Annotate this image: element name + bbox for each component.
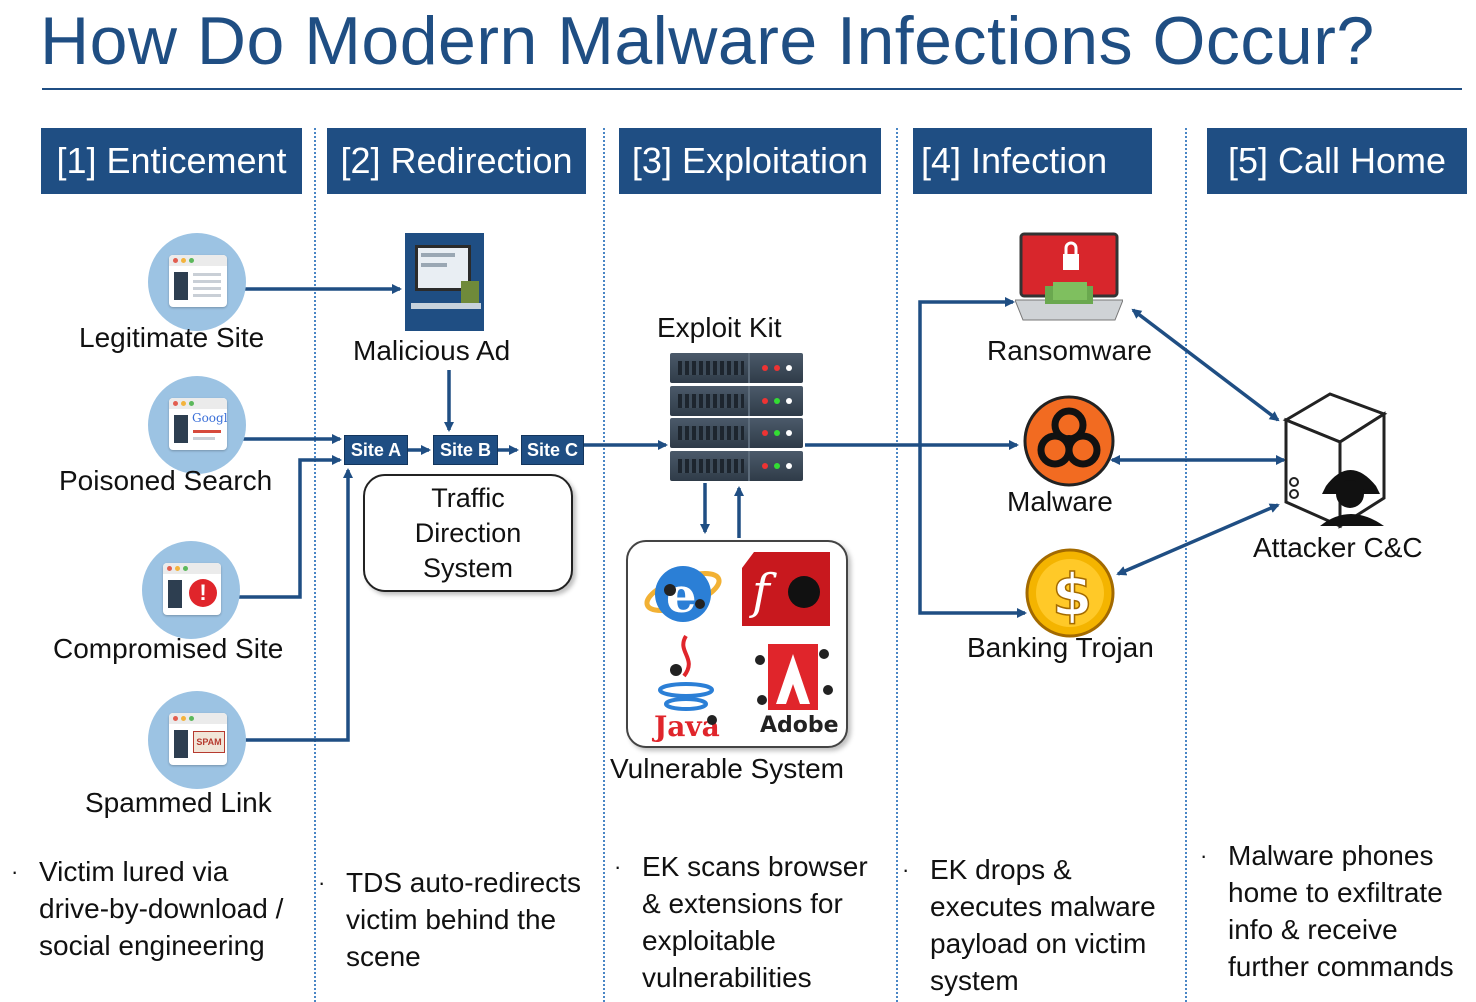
site-b-box: Site B <box>433 435 498 465</box>
adobe-text: Adobe <box>760 713 838 738</box>
attacker-cc-label: Attacker C&C <box>1253 532 1423 563</box>
ransomware-label: Ransomware <box>987 335 1152 366</box>
svg-text:$: $ <box>1052 561 1092 629</box>
arrow-ransomware-cc <box>1131 308 1280 422</box>
bullet-line: EK scans browser <box>642 851 868 882</box>
dollar-coin-icon: $ <box>1025 548 1115 638</box>
bullet-line: Victim lured via <box>39 856 229 887</box>
exploit-kit-server-icon <box>670 353 803 481</box>
bullet-line: system <box>930 965 1019 996</box>
title-underline <box>42 88 1462 90</box>
bullet-line: drive-by-download / <box>39 893 284 924</box>
malicious-ad-label: Malicious Ad <box>353 335 511 366</box>
column-divider <box>896 128 898 1002</box>
internet-explorer-icon: e <box>644 566 722 624</box>
bullet-line: & extensions for <box>642 888 843 919</box>
bullet-line: scene <box>346 941 421 972</box>
phase-header-infection: [4] Infection <box>913 128 1152 194</box>
malware-label: Malware <box>1007 486 1113 517</box>
legitimate-site-icon <box>148 233 246 331</box>
spammed-link-label: Spammed Link <box>85 787 272 818</box>
phase-header-call-home: [5] Call Home <box>1207 128 1467 194</box>
bullet-redirection: · TDS auto-redirects victim behind the s… <box>318 864 581 975</box>
tds-line: Traffic <box>431 482 505 513</box>
arrow-compromised-to-site-a <box>238 455 342 599</box>
tds-line: System <box>422 552 514 583</box>
column-divider <box>314 128 316 1002</box>
biohazard-icon <box>1023 395 1115 487</box>
tds-line: Direction <box>414 517 522 548</box>
svg-text:e: e <box>666 568 697 624</box>
compromised-site-icon: ! <box>142 541 240 639</box>
bullet-call-home: · Malware phones home to exfiltrate info… <box>1200 837 1454 985</box>
attacker-server-icon <box>1282 392 1388 529</box>
vulnerable-system-box: e f Java Adobe <box>626 540 848 748</box>
bullet-line: home to exfiltrate <box>1228 877 1443 908</box>
bullet-line: vulnerabilities <box>642 962 812 993</box>
site-c-box: Site C <box>521 435 584 465</box>
arrow-ek-to-trojan <box>918 445 1027 618</box>
poisoned-search-icon: Google <box>148 376 246 474</box>
bullet-line: TDS auto-redirects <box>346 867 581 898</box>
page-title: How Do Modern Malware Infections Occur? <box>40 3 1375 79</box>
ransomware-icon <box>1015 232 1123 321</box>
malicious-ad-icon <box>405 233 484 331</box>
bullet-line: EK drops & <box>930 854 1072 885</box>
column-divider <box>603 128 605 1002</box>
bullet-line: further commands <box>1228 951 1454 982</box>
bullet-infection: · EK drops & executes malware payload on… <box>902 851 1156 999</box>
alert-icon: ! <box>189 579 217 607</box>
poisoned-search-label: Poisoned Search <box>59 465 273 496</box>
vulnerable-system-label: Vulnerable System <box>610 753 844 784</box>
bullet-line: executes malware <box>930 891 1156 922</box>
phase-header-enticement: [1] Enticement <box>41 128 302 194</box>
bullet-line: payload on victim <box>930 928 1147 959</box>
bullet-line: exploitable <box>642 925 776 956</box>
bullet-line: Malware phones <box>1228 840 1434 871</box>
phase-header-exploitation: [3] Exploitation <box>619 128 881 194</box>
flash-icon: f <box>742 552 830 626</box>
bullet-line: info & receive <box>1228 914 1398 945</box>
legitimate-site-label: Legitimate Site <box>79 322 265 353</box>
spam-envelope-icon: SPAM <box>193 731 225 753</box>
arrow-spam-to-site-a <box>240 468 353 742</box>
phase-header-redirection: [2] Redirection <box>327 128 586 194</box>
google-logo: Google <box>192 411 227 425</box>
arrow-ek-to-ransomware <box>918 297 1015 445</box>
bullet-enticement: · Victim lured via drive-by-download / s… <box>11 853 284 964</box>
adobe-icon: Adobe <box>755 644 838 738</box>
site-a-box: Site A <box>344 435 408 465</box>
bullet-exploitation: · EK scans browser & extensions for expl… <box>614 848 868 996</box>
banking-trojan-label: Banking Trojan <box>967 632 1154 663</box>
arrow-trojan-cc <box>1116 503 1280 576</box>
bullet-line: victim behind the <box>346 904 557 935</box>
java-text: Java <box>651 710 720 742</box>
bullet-line: social engineering <box>39 930 265 961</box>
exploit-kit-label: Exploit Kit <box>657 312 782 343</box>
java-icon: Java <box>651 634 720 742</box>
compromised-site-label: Compromised Site <box>53 633 284 664</box>
spammed-link-icon: SPAM <box>148 691 246 789</box>
traffic-direction-system-box: Traffic Direction System <box>363 474 573 592</box>
